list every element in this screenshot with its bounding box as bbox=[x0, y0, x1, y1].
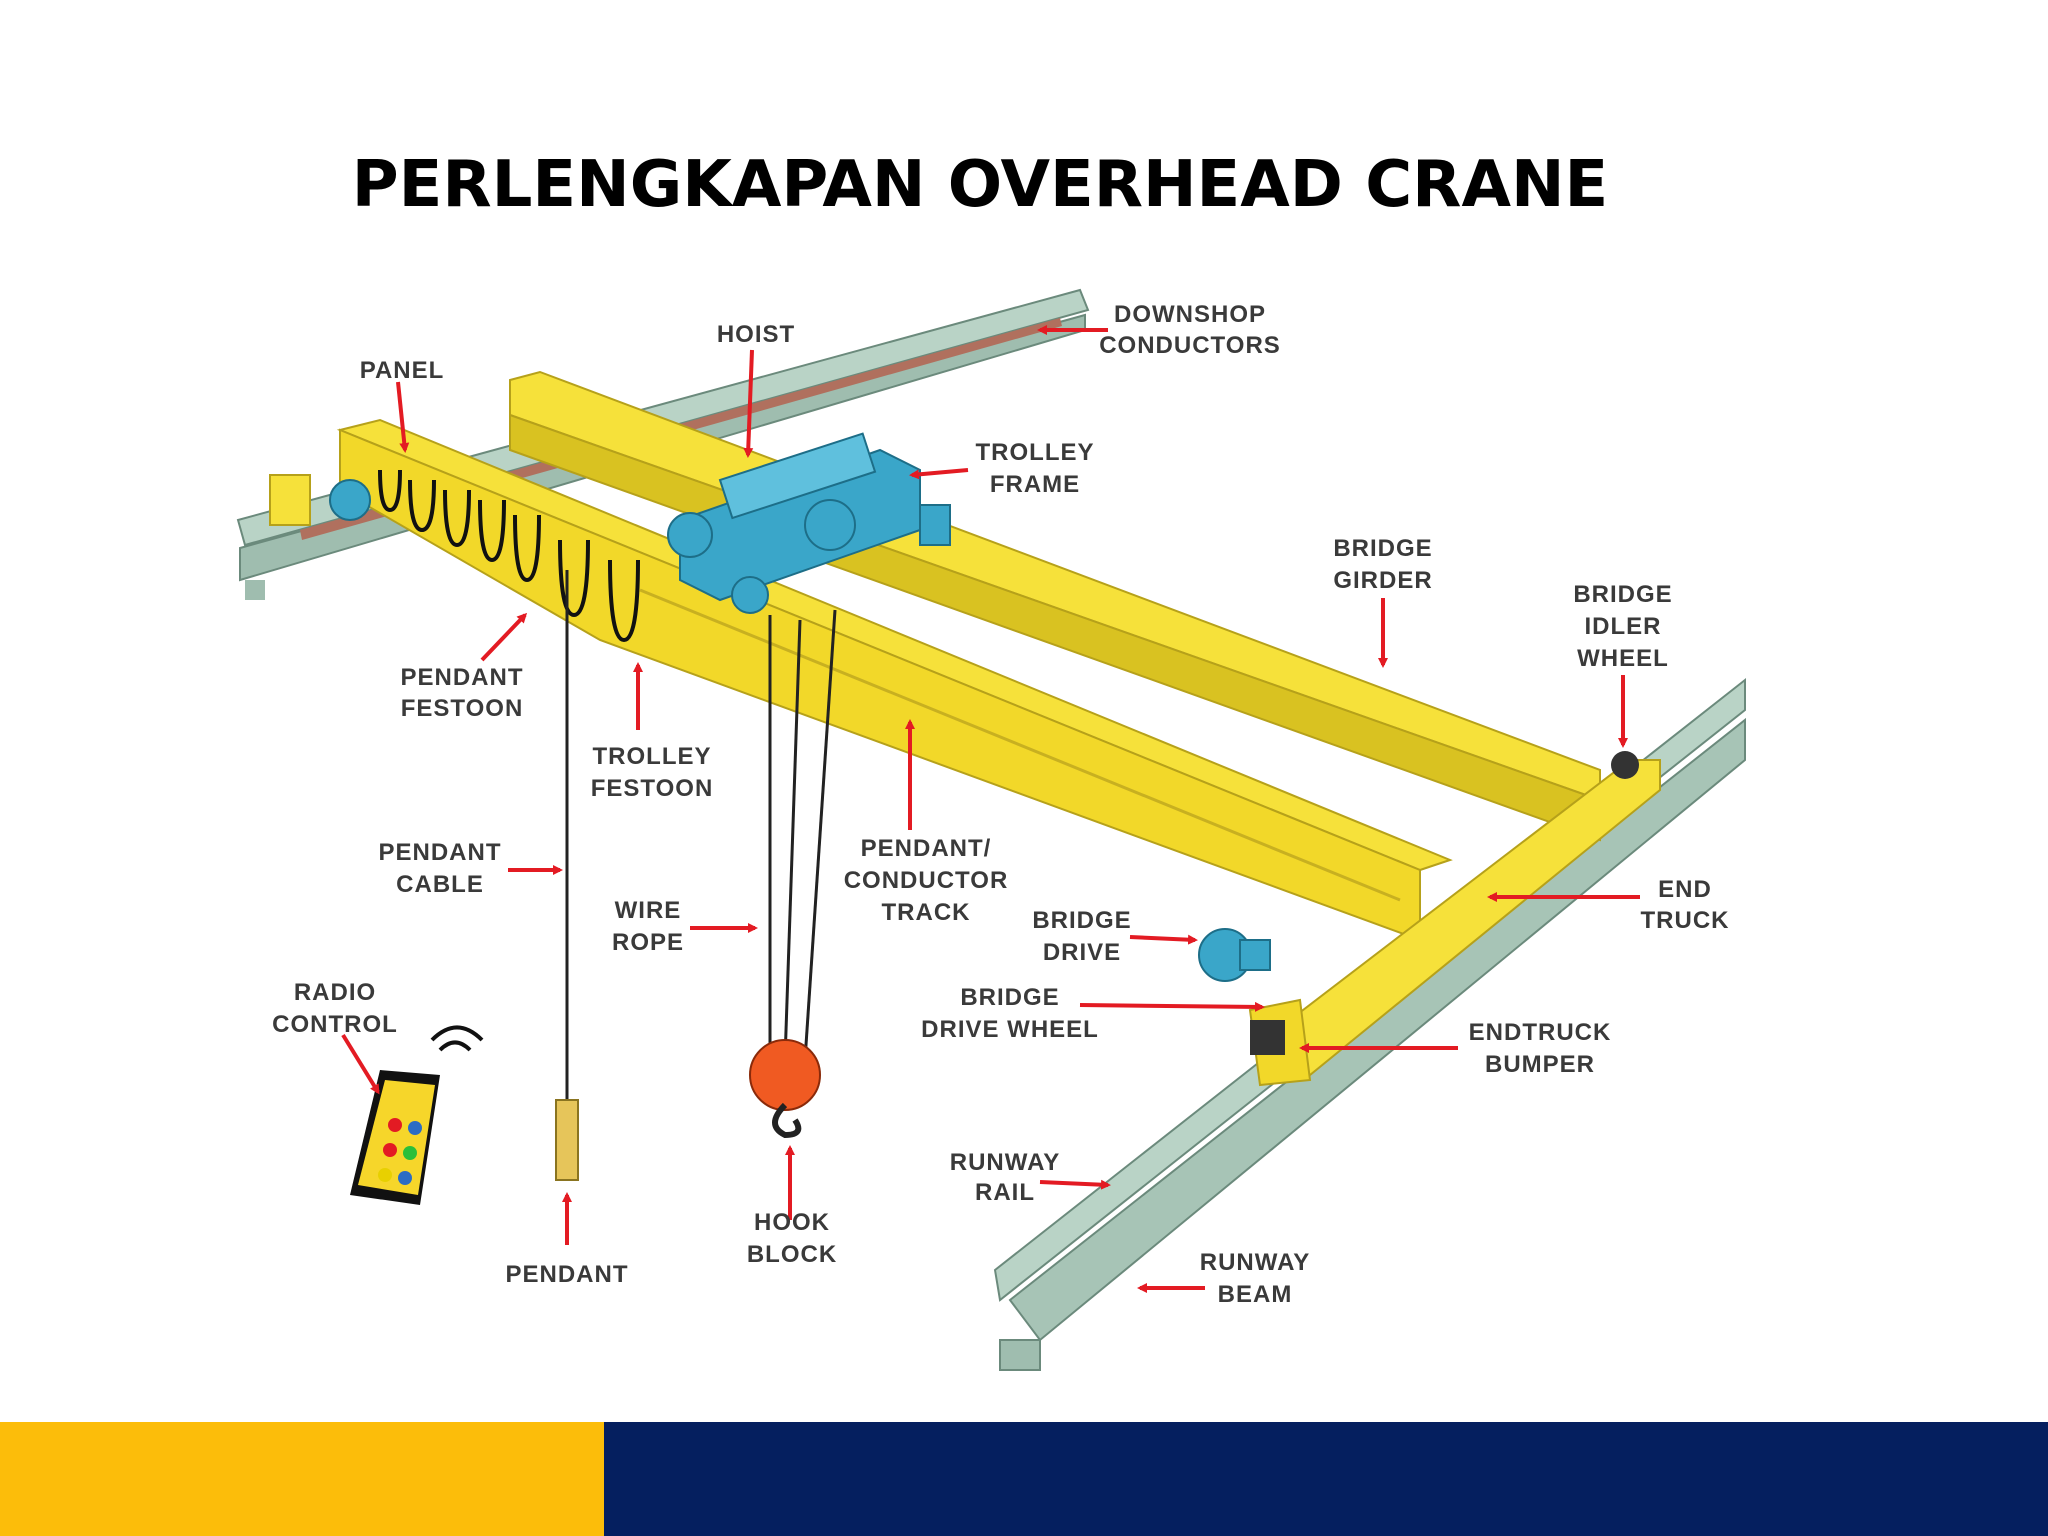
label-end-truck: TRUCK bbox=[1641, 907, 1730, 934]
footer-bar-navy bbox=[604, 1422, 2048, 1536]
label-bridge-drive-wheel: DRIVE WHEEL bbox=[921, 1016, 1099, 1043]
wire-rope bbox=[768, 609, 837, 1061]
label-runway-beam: BEAM bbox=[1218, 1281, 1293, 1308]
pendant-cable bbox=[555, 570, 579, 1181]
labels: PANEL HOIST DOWNSHOP CONDUCTORS TROLLEY … bbox=[272, 301, 1730, 1308]
label-pendant-cable: CABLE bbox=[396, 871, 484, 898]
label-downshop: DOWNSHOP bbox=[1114, 301, 1266, 328]
label-bridge-drive: BRIDGE bbox=[1032, 907, 1131, 934]
label-endtruck-bumper: ENDTRUCK bbox=[1469, 1019, 1612, 1046]
panel-motor bbox=[269, 474, 371, 526]
label-bridge-idler-wheel: WHEEL bbox=[1577, 645, 1669, 672]
label-wire-rope: WIRE bbox=[615, 897, 682, 924]
page-title: PERLENGKAPAN OVERHEAD CRANE bbox=[351, 148, 1609, 222]
label-end-truck: END bbox=[1658, 876, 1712, 903]
label-trolley-festoon: TROLLEY bbox=[593, 743, 712, 770]
label-trolley-frame: TROLLEY bbox=[976, 439, 1095, 466]
label-endtruck-bumper: BUMPER bbox=[1485, 1051, 1595, 1078]
label-radio-control: RADIO bbox=[294, 979, 376, 1006]
label-downshop: CONDUCTORS bbox=[1099, 332, 1281, 359]
festoon bbox=[378, 469, 640, 643]
label-conductor-track: CONDUCTOR bbox=[844, 867, 1009, 894]
label-trolley-frame: FRAME bbox=[990, 471, 1080, 498]
label-conductor-track: TRACK bbox=[882, 899, 971, 926]
label-radio-control: CONTROL bbox=[272, 1011, 398, 1038]
label-pendant-festoon: FESTOON bbox=[401, 695, 524, 722]
label-pendant-festoon: PENDANT bbox=[400, 664, 523, 691]
label-hook-block: HOOK bbox=[754, 1209, 830, 1236]
label-hoist: HOIST bbox=[717, 321, 795, 348]
label-bridge-drive: DRIVE bbox=[1043, 939, 1121, 966]
label-conductor-track: PENDANT/ bbox=[861, 835, 992, 862]
footer-bar-yellow bbox=[0, 1422, 604, 1536]
label-pendant-cable: PENDANT bbox=[378, 839, 501, 866]
hook-block bbox=[749, 1039, 821, 1139]
callout-arrows bbox=[341, 325, 1640, 1293]
bridge-drive-motor bbox=[1198, 928, 1271, 982]
trolley bbox=[667, 432, 951, 614]
label-wire-rope: ROPE bbox=[612, 929, 684, 956]
label-bridge-drive-wheel: BRIDGE bbox=[960, 984, 1059, 1011]
label-pendant: PENDANT bbox=[505, 1261, 628, 1288]
label-hook-block: BLOCK bbox=[747, 1241, 837, 1268]
wheels bbox=[1250, 751, 1639, 1055]
label-panel: PANEL bbox=[360, 357, 445, 384]
radio-control-icon bbox=[350, 1025, 484, 1205]
label-runway-rail: RAIL bbox=[975, 1179, 1035, 1206]
label-bridge-idler-wheel: BRIDGE bbox=[1573, 581, 1672, 608]
label-trolley-festoon: FESTOON bbox=[591, 775, 714, 802]
label-bridge-girder: GIRDER bbox=[1333, 567, 1432, 594]
label-bridge-girder: BRIDGE bbox=[1333, 535, 1432, 562]
label-runway-beam: RUNWAY bbox=[1200, 1249, 1310, 1276]
label-bridge-idler-wheel: IDLER bbox=[1585, 613, 1662, 640]
label-runway-rail: RUNWAY bbox=[950, 1149, 1060, 1176]
